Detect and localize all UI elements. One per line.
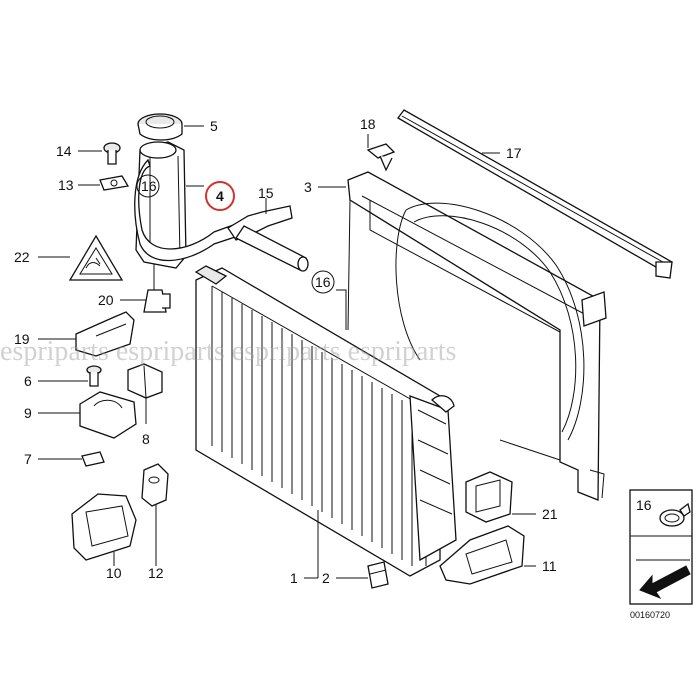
callout-14: 14	[56, 143, 72, 159]
callout-16a: 16	[141, 178, 157, 194]
warning-triangle	[68, 234, 124, 281]
drain-plug	[367, 561, 389, 589]
hose-clamp-icon	[659, 502, 691, 527]
callout-13: 13	[58, 177, 74, 193]
callout-19: 19	[14, 331, 30, 347]
air-duct-right	[439, 525, 525, 585]
bracket	[75, 311, 135, 357]
radiator	[194, 265, 457, 577]
washer-clip	[99, 175, 130, 191]
circle-16b	[311, 270, 335, 294]
clip-nut	[81, 451, 105, 467]
callout-5: 5	[210, 118, 218, 134]
tank-cap	[137, 113, 183, 141]
screw	[103, 142, 121, 165]
callout-9: 9	[24, 405, 32, 421]
callout-6: 6	[24, 373, 32, 389]
arrow-icon	[636, 559, 691, 600]
callout-12: 12	[148, 565, 164, 581]
diagram-code: 00160720	[630, 610, 670, 620]
callout-18: 18	[360, 116, 376, 132]
coolant-hose	[227, 205, 309, 272]
callout-1: 1	[290, 570, 298, 586]
callout-16b: 16	[315, 274, 331, 290]
leader-lines	[38, 125, 536, 579]
callout-17: 17	[506, 145, 522, 161]
callout-10: 10	[106, 565, 122, 581]
mount-base	[79, 391, 137, 439]
holder-right	[465, 471, 513, 523]
callout-8: 8	[142, 431, 150, 447]
callout-4: 4	[216, 188, 224, 204]
callout-22: 22	[14, 249, 30, 265]
callout-15: 15	[258, 185, 274, 201]
circle-16a	[136, 174, 160, 198]
rubber-seal-strip	[397, 109, 673, 279]
radiator-fins	[221, 292, 413, 566]
damper	[141, 463, 169, 507]
callout-11: 11	[542, 558, 557, 574]
fan-shroud	[347, 171, 607, 501]
circled-callouts	[136, 174, 335, 294]
air-duct-left	[71, 493, 137, 561]
sensor	[143, 264, 171, 313]
callout-21: 21	[542, 506, 558, 522]
rubber-block	[127, 363, 163, 399]
push-rivet	[366, 143, 396, 172]
callout-3: 3	[304, 179, 312, 195]
callout-20: 20	[98, 292, 114, 308]
legend-callout-16: 16	[636, 497, 652, 513]
bolt	[86, 365, 102, 387]
callout-2: 2	[322, 570, 330, 586]
expansion-tank	[134, 141, 239, 269]
callout-7: 7	[24, 451, 32, 467]
watermark: espriparts espriparts espriparts espripa…	[0, 336, 456, 367]
callout-labels: 1 2 3 4 5 6 7 8 9 10 11 12 13 14 15 16 1…	[14, 116, 558, 586]
highlight-circle-4	[205, 181, 235, 211]
legend-box: 16 00160720	[629, 489, 693, 620]
